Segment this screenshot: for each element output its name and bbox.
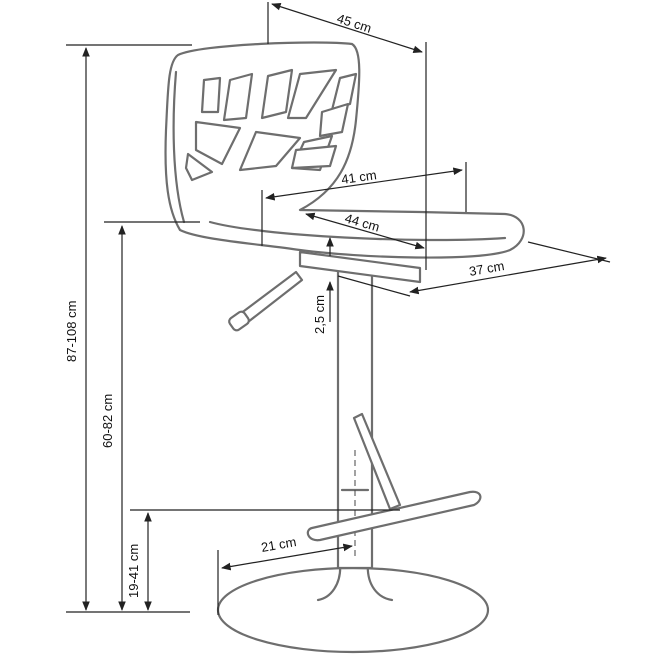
- footrest-ring: [306, 490, 482, 542]
- label-total-height: 87-108 cm: [64, 301, 79, 362]
- dim-seat-width: 41 cm: [261, 162, 467, 246]
- dim-seat-thickness: 2,5 cm: [312, 237, 334, 334]
- footrest-strut: [352, 412, 402, 511]
- label-seat-width: 41 cm: [340, 167, 377, 187]
- bar-stool-illustration: [164, 41, 525, 654]
- dim-base-radius: 21 cm: [217, 534, 353, 615]
- backrest-cutouts: [184, 68, 358, 182]
- label-footrest-height: 19-41 cm: [126, 544, 141, 598]
- label-base-radius: 21 cm: [260, 534, 297, 555]
- dim-footrest-height: 19-41 cm: [126, 509, 400, 611]
- lever-handle: [228, 310, 250, 332]
- label-seat-side: 37 cm: [468, 258, 505, 279]
- lever-arm: [238, 270, 304, 324]
- label-top-width: 45 cm: [335, 11, 373, 36]
- label-seat-thickness: 2,5 cm: [312, 295, 327, 334]
- dim-total-height: 87-108 cm: [64, 44, 192, 613]
- base-disc: [216, 566, 490, 654]
- dim-seat-side: 37 cm: [337, 241, 611, 297]
- dim-seat-height: 60-82 cm: [100, 221, 200, 611]
- dim-top-width: 45 cm: [267, 2, 427, 270]
- label-seat-height: 60-82 cm: [100, 394, 115, 448]
